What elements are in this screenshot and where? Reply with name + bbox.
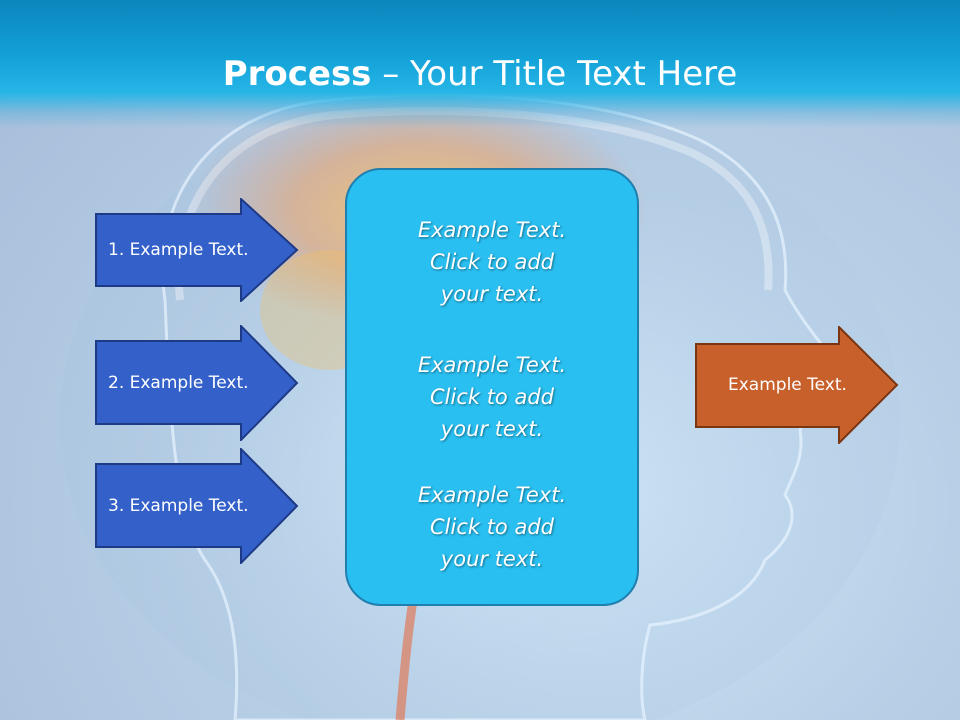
center-line: your text. (440, 547, 544, 571)
center-line: Example Text. (417, 353, 567, 377)
result-label: Example Text. (728, 375, 847, 395)
title-bold-text: Process (222, 54, 372, 94)
title-band (0, 0, 960, 128)
center-line: Click to add (429, 515, 554, 539)
center-line: Example Text. (417, 218, 567, 242)
result-arrow[interactable]: Example Text. (695, 326, 900, 444)
title-rest-text: – Your Title Text Here (371, 54, 738, 94)
center-text-block-1: Example Text. Click to add your text. (347, 214, 637, 310)
center-line: your text. (440, 417, 544, 441)
slide-title[interactable]: Process – Your Title Text Here (0, 52, 960, 96)
center-line: Click to add (429, 250, 554, 274)
step-arrow-3[interactable]: 3. Example Text. (95, 448, 300, 564)
center-line: your text. (440, 282, 544, 306)
center-text-block-2: Example Text. Click to add your text. (347, 349, 637, 445)
arrow-shape (95, 448, 299, 564)
step-arrow-1[interactable]: 1. Example Text. (95, 198, 300, 302)
step-1-label: 1. Example Text. (108, 240, 249, 260)
step-3-label: 3. Example Text. (108, 496, 249, 516)
center-line: Click to add (429, 385, 554, 409)
arrow-shape (95, 325, 299, 441)
arrow-shape (695, 326, 899, 444)
center-text-block-3: Example Text. Click to add your text. (347, 479, 637, 575)
step-2-label: 2. Example Text. (108, 373, 249, 393)
arrow-shape (95, 198, 299, 302)
center-text-box[interactable]: Example Text. Click to add your text. Ex… (345, 168, 639, 606)
step-arrow-2[interactable]: 2. Example Text. (95, 325, 300, 441)
center-line: Example Text. (417, 483, 567, 507)
